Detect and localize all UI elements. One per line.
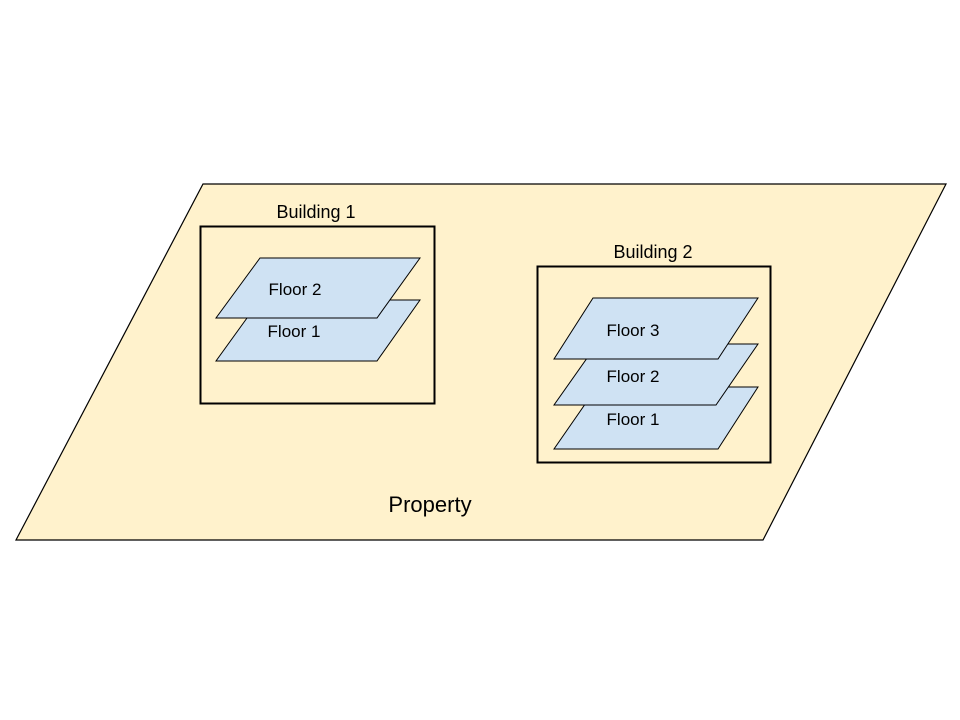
property-label: Property	[388, 492, 471, 517]
building-1-floor-2-label: Floor 2	[269, 280, 322, 299]
building-2-floor-3-label: Floor 3	[607, 321, 660, 340]
building-1-floor-1-label: Floor 1	[268, 322, 321, 341]
building-2-box	[536, 265, 772, 464]
building-1-floor-2	[215, 257, 421, 319]
building-2-label: Building 2	[613, 242, 692, 262]
building-1-label: Building 1	[276, 202, 355, 222]
property-shape	[15, 183, 947, 541]
building-2-floor-1-label: Floor 1	[607, 410, 660, 429]
building-1-box	[199, 225, 436, 405]
building-2-floor-2-label: Floor 2	[607, 367, 660, 386]
building-2-floor-3	[553, 297, 759, 360]
